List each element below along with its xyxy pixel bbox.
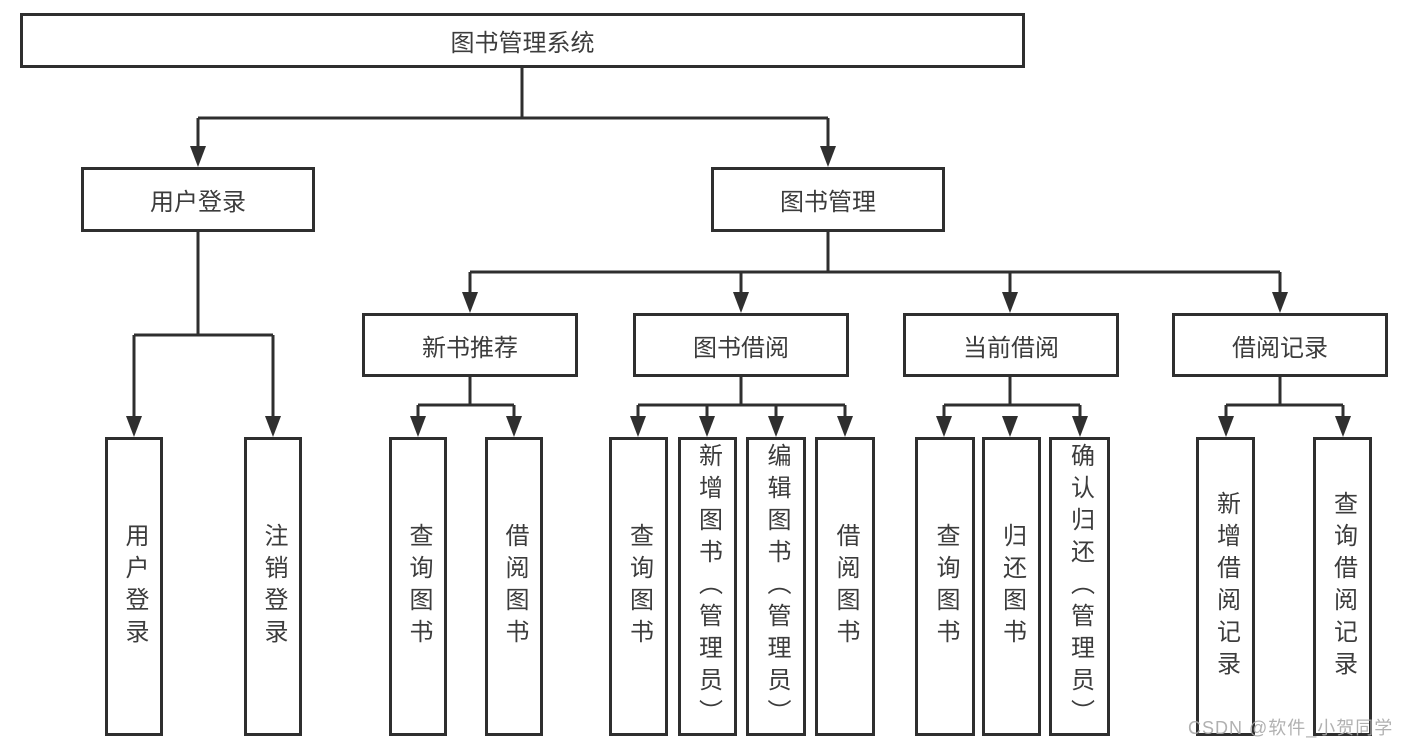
leaf-logout: 注销登录 (244, 437, 302, 736)
connector-user-login-to-leaves (132, 232, 275, 419)
arrowhead-icon (1072, 416, 1088, 437)
arrowhead-icon (1272, 292, 1288, 313)
leaf-query-books-borrow: 查询图书 (609, 437, 668, 736)
leaf-add-borrow-record: 新增借阅记录 (1196, 437, 1255, 736)
arrowhead-icon (733, 292, 749, 313)
arrowhead-icon (1002, 292, 1018, 313)
leaf-user-login: 用户登录 (105, 437, 163, 736)
node-root: 图书管理系统 (20, 13, 1025, 68)
arrowhead-icon (265, 416, 281, 437)
arrowhead-icon (1002, 416, 1018, 437)
arrowheads (126, 146, 1351, 437)
connector-book-management-to-sections (468, 232, 1282, 295)
leaf-borrow-books-recommend: 借阅图书 (485, 437, 543, 736)
connector-borrow-records-to-leaves (1224, 377, 1345, 419)
connector-root-to-level2 (196, 68, 830, 149)
arrowhead-icon (1335, 416, 1351, 437)
csdn-watermark: CSDN @软件_小贺同学 (1188, 718, 1394, 738)
arrowhead-icon (837, 416, 853, 437)
node-current-borrow: 当前借阅 (903, 313, 1119, 377)
node-book-borrow: 图书借阅 (633, 313, 849, 377)
arrowhead-icon (936, 416, 952, 437)
connector-book-borrow-to-leaves (636, 377, 847, 419)
node-new-book-recommend: 新书推荐 (362, 313, 578, 377)
arrowhead-icon (1218, 416, 1234, 437)
leaf-confirm-return-admin: 确认归还（管理员） (1049, 437, 1110, 736)
connector-paths (132, 68, 1345, 419)
arrowhead-icon (410, 416, 426, 437)
leaf-query-books-recommend: 查询图书 (389, 437, 447, 736)
arrowhead-icon (462, 292, 478, 313)
connector-current-borrow-to-leaves (942, 377, 1082, 419)
arrowhead-icon (820, 146, 836, 167)
leaf-query-books-current: 查询图书 (915, 437, 975, 736)
node-user-login: 用户登录 (81, 167, 315, 232)
node-book-management: 图书管理 (711, 167, 945, 232)
leaf-borrow-books: 借阅图书 (815, 437, 875, 736)
arrowhead-icon (190, 146, 206, 167)
arrowhead-icon (768, 416, 784, 437)
leaf-query-borrow-record: 查询借阅记录 (1313, 437, 1372, 736)
leaf-edit-book-admin: 编辑图书（管理员） (746, 437, 806, 736)
arrowhead-icon (126, 416, 142, 437)
node-borrow-records: 借阅记录 (1172, 313, 1388, 377)
arrowhead-icon (506, 416, 522, 437)
leaf-add-book-admin: 新增图书（管理员） (678, 437, 737, 736)
leaf-return-books: 归还图书 (982, 437, 1041, 736)
connector-new-book-to-leaves (416, 377, 516, 419)
arrowhead-icon (630, 416, 646, 437)
arrowhead-icon (699, 416, 715, 437)
